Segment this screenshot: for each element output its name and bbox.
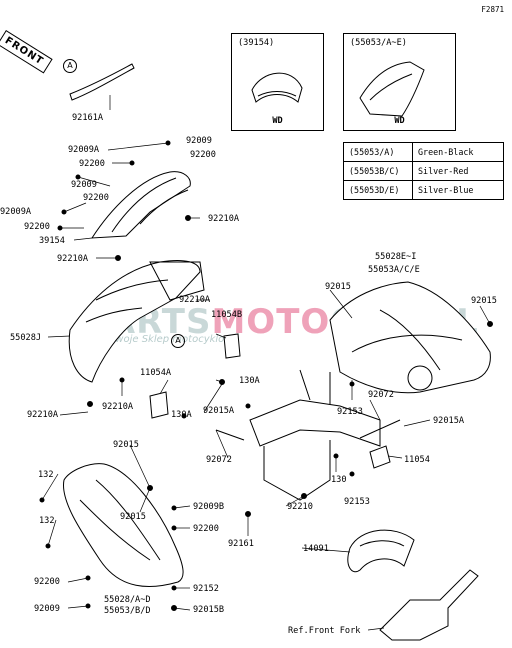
part-label-92009a: 92009A [0,207,32,217]
stay-frame [249,399,381,447]
bracket-11054 [369,445,391,469]
part-label-92015: 92015 [471,296,497,306]
part-label-55053a-c-e: 55053A/C/E [368,265,420,275]
inset-box-windshield: (39154) WD [231,33,324,131]
figure-code: F2871 [481,5,504,14]
color-name: Silver-Blue [412,180,504,200]
upper-cowl-line [379,309,441,371]
inset-box-cowling-part: (55053/A~E) [350,38,407,48]
part-label-92161a: 92161A [72,113,104,123]
upper-cowl-line [351,334,463,353]
part-label-92072: 92072 [206,455,232,465]
part-label-92210a: 92210A [57,254,89,264]
part-label-92210a: 92210A [102,402,134,412]
part-label-92210a: 92210A [27,410,59,420]
part-label-92200: 92200 [24,222,50,232]
part-label-92152: 92152 [193,584,219,594]
part-label-92161: 92161 [228,539,254,549]
part-label-92200: 92200 [193,524,219,534]
part-label-92210: 92210 [287,502,313,512]
part-label-92153: 92153 [344,497,370,507]
part-label-39154: 39154 [39,236,65,246]
part-label-92009: 92009 [186,136,212,146]
part-label-92009a: 92009A [68,145,100,155]
reference-front-fork: Ref.Front Fork [288,626,361,636]
bar-part-92161a [69,63,135,101]
part-label-92210a: 92210A [179,295,211,305]
leader-lines [41,95,491,631]
part-label-92200: 92200 [34,577,60,587]
stay-frame-lower [263,440,331,501]
part-label-92015a: 92015A [433,416,465,426]
windshield-inset-line [257,91,297,97]
part-label-92200: 92200 [190,150,216,160]
front-fork [379,569,479,641]
windshield-edge-line [111,177,177,233]
inset-box-windshield-note: WD [272,116,283,126]
part-label-132: 132 [38,470,54,480]
headlight-bracket [149,261,205,301]
side-cowl-line [79,499,151,561]
harness-92072 [215,429,245,441]
part-label-92153: 92153 [337,407,363,417]
cowling-inset-drawing [359,61,425,117]
bracket-11054b [223,333,241,359]
part-label-92015a: 92015A [203,406,235,416]
marker-a: A [63,59,77,73]
side-cowl-line [95,479,161,561]
inner-cowl-line [85,307,143,323]
part-label-92015: 92015 [325,282,351,292]
part-label-92015: 92015 [113,440,139,450]
part-label-92015: 92015 [120,512,146,522]
fasteners [39,140,493,611]
part-label-132: 132 [39,516,55,526]
part-label-55028e-i: 55028E~I [375,252,417,262]
color-row: (55053D/E)Silver-Blue [343,180,504,200]
part-label-92200: 92200 [79,159,105,169]
inset-box-windshield-part: (39154) [238,38,275,48]
windshield-inset-drawing [251,72,303,103]
part-label-14091: 14091 [303,544,329,554]
part-label-92210a: 92210A [208,214,240,224]
windshield-edge-line [139,189,189,225]
upper-cowl-55028e-i [329,281,491,394]
part-label-130a: 130A [239,376,260,386]
part-label-55053-b-d: 55053/B/D [104,606,151,616]
part-label-11054: 11054 [404,455,430,465]
cowling-inset-line [369,73,413,101]
marker-a: A [171,334,185,348]
harness-92072-right [359,419,401,439]
part-label-11054a: 11054A [140,368,172,378]
part-label-92072: 92072 [368,390,394,400]
part-label-92009: 92009 [71,180,97,190]
cover-line [359,540,405,547]
bracket-11054a [149,391,169,419]
part-label-92009: 92009 [34,604,60,614]
part-label-55028-a-d: 55028/A~D [104,595,151,605]
side-cowl-55028-a-d [62,463,184,587]
color-table: (55053/A)Green-Black (55053B/C)Silver-Re… [343,142,504,200]
cover-14091 [347,529,415,573]
part-label-92015b: 92015B [193,605,225,615]
part-label-130: 130 [331,475,347,485]
stay-frame-upper [299,369,331,404]
part-label-55028j: 55028J [10,333,42,343]
part-label-130a: 130A [171,410,192,420]
windshield-39154 [91,171,191,239]
color-row: (55053/A)Green-Black [343,142,504,162]
part-label-92200: 92200 [83,193,109,203]
part-label-92009b: 92009B [193,502,225,512]
cowl-hole [407,365,433,391]
part-label-11054b: 11054B [211,310,243,320]
inset-box-cowling-note: WD [394,116,405,126]
